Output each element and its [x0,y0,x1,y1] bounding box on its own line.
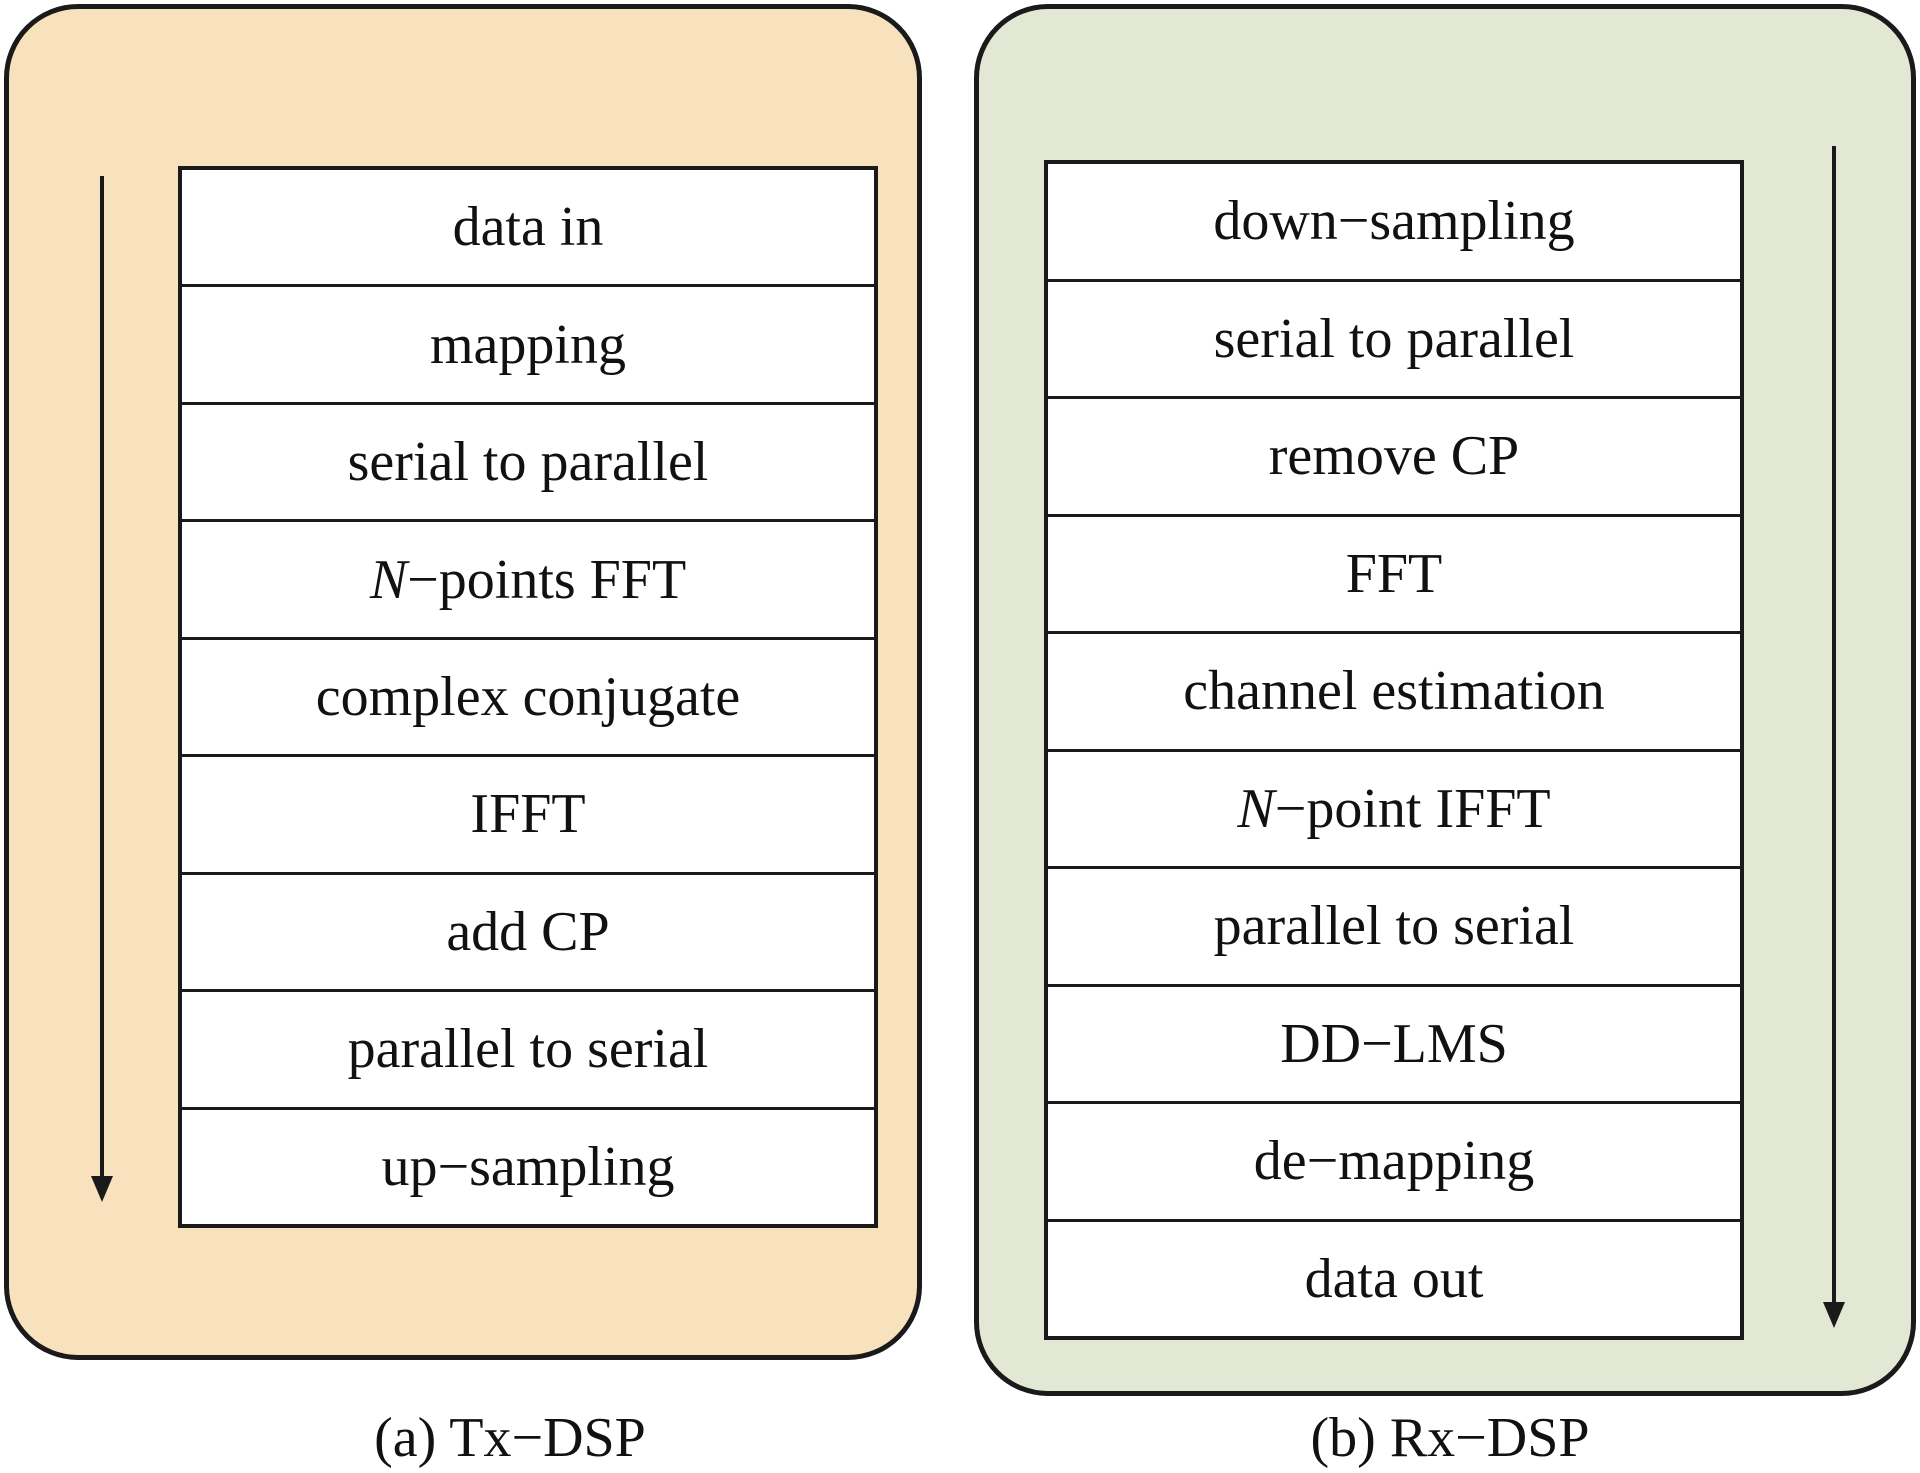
rx-step-de-mapping: de−mapping [1048,1101,1740,1219]
tx-step-mapping: mapping [182,284,874,401]
tx-step-add-cp: add CP [182,871,874,989]
rx-step-fft: FFT [1048,513,1740,632]
tx-step-up-sampling: up−sampling [182,1106,874,1224]
tx-step-complex-conjugate: complex conjugate [182,636,874,754]
rx-flow-arrow-icon [1823,146,1845,1328]
tx-step-parallel-to-serial: parallel to serial [182,989,874,1106]
rx-step-channel-estimation: channel estimation [1048,631,1740,749]
tx-step-ifft: IFFT [182,754,874,871]
tx-step-data-in: data in [452,196,604,259]
rx-step-down-sampling: down−sampling [1213,190,1575,253]
tx-caption: (a) Tx−DSP [374,1407,646,1469]
rx-step-serial-to-parallel: serial to parallel [1048,278,1740,397]
rx-step-remove-cp: remove CP [1048,396,1740,514]
tx-step-serial-to-parallel: serial to parallel [182,401,874,519]
rx-caption: (b) Rx−DSP [1310,1407,1590,1469]
rx-step-n-point-ifft: N−point IFFT [1048,748,1740,867]
rx-step-parallel-to-serial: parallel to serial [1048,866,1740,984]
rx-step-dd-lms: DD−LMS [1048,983,1740,1102]
tx-flow-arrow-icon [91,176,113,1202]
rx-step-data-out: data out [1048,1218,1740,1337]
rx-step-stack: down−sampling serial to parallel remove … [1044,160,1744,1340]
tx-step-n-points-fft: N−points FFT [182,519,874,636]
tx-step-stack: data in mapping serial to parallel N−poi… [178,166,878,1228]
